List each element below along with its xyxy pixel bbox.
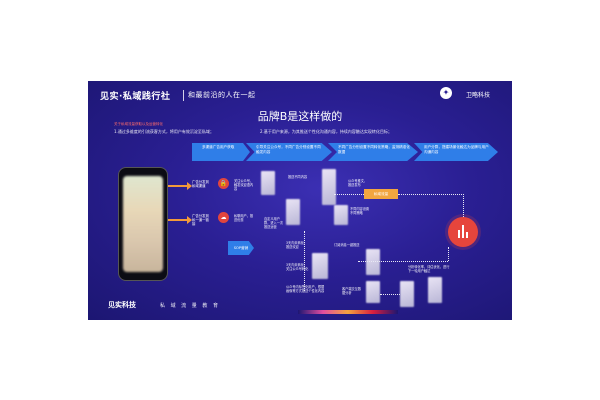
- label-4: 推送不同内容: [288, 175, 308, 179]
- label-10: 公众号内标签化用户，根据画像等方式推送个性化内容: [286, 285, 325, 293]
- header-divider: [183, 90, 184, 101]
- label-8: 订阅消息一键推送: [334, 243, 360, 247]
- label-3: 自定义用户群，进入一次推送运营: [264, 217, 284, 229]
- header-slogan: 和最前沿的人在一起: [188, 91, 256, 99]
- screenshot-thumb-9: [428, 277, 442, 303]
- sop-tag: SOP营销: [228, 241, 254, 255]
- phone-mockup: [118, 167, 168, 281]
- presentation-slide: 见实·私域践行社 和最前沿的人在一起 ✦ 卫略科技 品牌B是这样做的 关于私域流…: [88, 81, 512, 320]
- flow-line-3: [463, 194, 464, 217]
- screenshot-thumb-7: [366, 281, 380, 303]
- point-1: 1.通过多维度的引流获客方式，将用户有效沉淀至私域；: [114, 129, 214, 134]
- label-6: 不同内容设置不同策略: [350, 207, 370, 215]
- footer-text: 私 域 流 量 教 育: [160, 303, 220, 309]
- label-7: 3天内未转化，推送欢迎: [286, 241, 308, 249]
- flow-line-5: [358, 261, 448, 262]
- label-11: 客户端交互数据分析: [342, 287, 362, 295]
- chart-icon: [448, 217, 478, 247]
- logo-icon: ✦: [440, 87, 452, 99]
- slide-title: 品牌B是这样做的: [257, 110, 343, 123]
- phone-screen: [123, 176, 163, 272]
- label-12: 分析转化率，评估优化，进行下一轮用户触达: [408, 265, 450, 273]
- screenshot-thumb-2: [286, 199, 300, 225]
- arrow-1: [168, 182, 192, 190]
- flow-line-6: [380, 294, 400, 295]
- flow-line-1: [334, 194, 364, 195]
- screenshot-thumb-3: [322, 169, 336, 205]
- label-5: 公众号推文，推送发布: [348, 179, 368, 187]
- logo-text: 卫略科技: [465, 92, 490, 99]
- stage-3: 不同广告分别设置不同转化策略，监测精准化数据: [328, 143, 418, 161]
- label-9: 3天内未转化，关注公众号转化: [286, 263, 309, 271]
- screenshot-thumb-4: [334, 205, 348, 225]
- header-brand: 见实·私域践行社: [100, 92, 171, 102]
- lock-icon: 🔒: [218, 178, 229, 189]
- slide-subtitle: 关于私域流量获取以及运营转化: [114, 122, 163, 126]
- screenshot-thumb-5: [312, 253, 328, 279]
- cloud-icon: ☁: [218, 212, 229, 223]
- label-2: 私聊用户，推送优惠: [234, 214, 254, 222]
- footer-brand: 见实科技: [108, 301, 136, 309]
- flow-line-7: [448, 247, 449, 261]
- arrow-2: [168, 216, 192, 224]
- color-strip: [298, 310, 398, 314]
- screenshot-thumb-1: [261, 171, 275, 195]
- screenshot-thumb-6: [366, 249, 380, 275]
- point-2: 2.基于用户来源，为其推送个性化沟通内容，持续内容触达实现转化目标；: [260, 129, 392, 134]
- flow-line-2: [398, 194, 464, 195]
- source-label-1: 广告分发到私域渠道: [192, 180, 209, 189]
- source-label-2: 广告分发到私一道一链接: [192, 214, 209, 227]
- screenshot-thumb-8: [400, 281, 414, 307]
- label-1: 关注公众号，触发欢迎语内容: [234, 179, 254, 191]
- stage-4: 用户分群，搭建场景化触达为品牌与用户沟通内容: [414, 143, 498, 161]
- stage-2: 引导关注公众号，不同广告分别设置不同触发内容: [246, 143, 332, 161]
- flow-line-4: [304, 231, 305, 291]
- stage-1: 多渠道广告用户获取: [192, 143, 250, 161]
- private-traffic-box: 私域流量: [364, 189, 398, 199]
